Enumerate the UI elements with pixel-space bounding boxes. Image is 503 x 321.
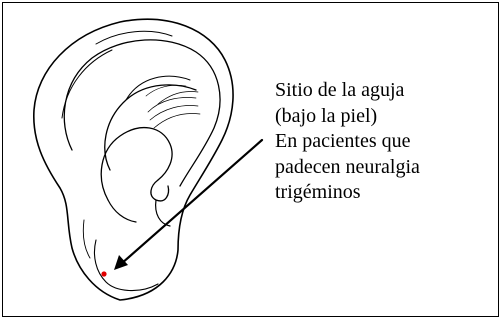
caption-line-1: Sitio de la aguja [275,79,405,101]
caption-line-2: (bajo la piel) [275,104,378,127]
needle-site-caption: Sitio de la aguja (bajo la piel) En paci… [275,78,495,206]
caption-line-4: padecen neuralgia [275,155,420,178]
ear-lobule [93,239,159,292]
caption-line-5: trigéminos [275,181,361,203]
ear-tragus [150,179,170,202]
ear-concha [100,126,173,201]
ear-outer-outline [33,18,234,301]
pointer-arrowhead [114,255,128,270]
ear-helix-inner [63,39,221,187]
pointer-arrow-line [119,138,264,266]
caption-line-3: En pacientes que [275,130,411,152]
figure-frame [2,2,499,317]
needle-site-dot [101,271,107,277]
